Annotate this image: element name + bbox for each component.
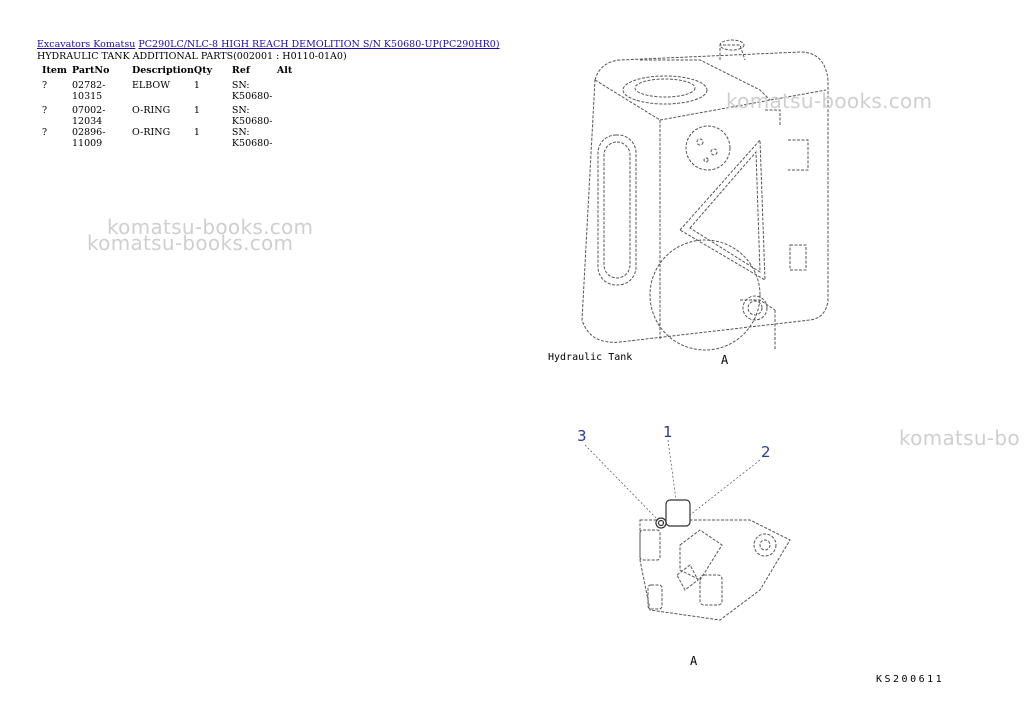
column-header-description: Description xyxy=(132,65,194,76)
breadcrumb-link-model[interactable]: PC290LC/NLC-8 HIGH REACH DEMOLITION S/N … xyxy=(138,39,500,50)
page-title: HYDRAULIC TANK ADDITIONAL PARTS(002001 :… xyxy=(37,51,347,62)
elbow-part xyxy=(655,499,691,529)
cell-ref: SN: K50680- xyxy=(231,127,273,149)
column-header-ref: Ref xyxy=(231,65,250,76)
callout-3: 3 xyxy=(577,427,587,445)
cell-qty: 1 xyxy=(193,105,200,116)
drawing-code: KS200611 xyxy=(876,674,945,685)
tank-caption: Hydraulic Tank xyxy=(548,352,633,363)
breadcrumb-link-category[interactable]: Excavators Komatsu xyxy=(37,39,136,50)
cell-qty: 1 xyxy=(193,127,200,138)
cell-ref: SN: K50680- xyxy=(231,105,273,127)
cell-description: O-RING xyxy=(132,105,171,116)
cell-qty: 1 xyxy=(193,80,200,91)
column-header-alt: Alt xyxy=(276,65,293,76)
view-label: A xyxy=(721,353,729,367)
cell-partno: 07002-12034 xyxy=(72,105,106,127)
table-row: ? 02896-11009 O-RING 1 SN: K50680- xyxy=(37,127,297,149)
cell-description: O-RING xyxy=(132,127,171,138)
cell-description: ELBOW xyxy=(132,80,170,91)
hydraulic-tank-drawing xyxy=(581,39,829,351)
breadcrumb: Excavators Komatsu PC290LC/NLC-8 HIGH RE… xyxy=(37,39,500,50)
callout-2: 2 xyxy=(761,443,771,461)
table-row: ? 07002-12034 O-RING 1 SN: K50680- xyxy=(37,105,297,127)
cell-item: ? xyxy=(42,127,48,138)
detail-view-label: A xyxy=(690,654,698,668)
cell-partno: 02896-11009 xyxy=(72,127,106,149)
cell-item: ? xyxy=(42,80,48,91)
cell-item: ? xyxy=(42,105,48,116)
callout-1: 1 xyxy=(663,423,673,441)
parts-table: Item PartNo Description Qty Ref Alt ? 02… xyxy=(37,63,297,149)
cell-partno: 02782-10315 xyxy=(72,80,106,102)
column-header-qty: Qty xyxy=(193,65,213,76)
callout-leaders xyxy=(584,439,761,521)
cell-ref: SN: K50680- xyxy=(231,80,273,102)
table-row: ? 02782-10315 ELBOW 1 SN: K50680- xyxy=(37,80,297,105)
column-header-partno: PartNo xyxy=(72,65,110,76)
detail-view-drawing xyxy=(639,519,791,621)
column-header-item: Item xyxy=(42,65,67,76)
table-header-row: Item PartNo Description Qty Ref Alt xyxy=(37,63,297,80)
